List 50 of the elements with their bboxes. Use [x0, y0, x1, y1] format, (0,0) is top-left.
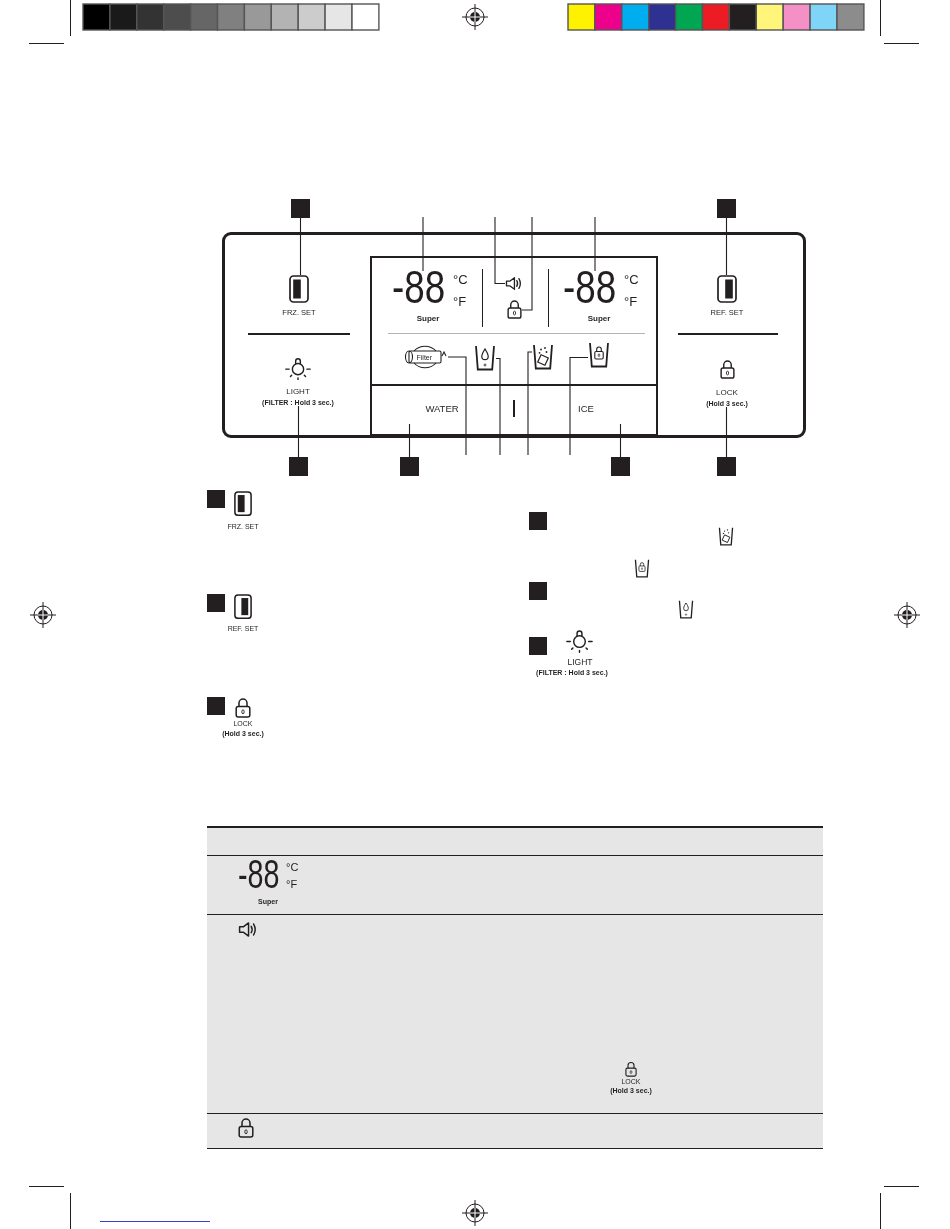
unit-label: °C — [453, 273, 468, 286]
leader-line — [569, 356, 589, 456]
mode-label: Super — [416, 315, 440, 323]
leader-line — [725, 217, 728, 276]
cup-with-ice-icon — [532, 344, 554, 370]
callout-marker — [611, 457, 630, 476]
speaker-icon — [505, 276, 522, 291]
leader-line — [594, 216, 596, 272]
unit-label: °F — [624, 295, 638, 308]
callout-marker — [289, 457, 308, 476]
leader-line — [619, 423, 622, 458]
temperature-digits: -88 — [563, 271, 617, 305]
leader-line — [527, 351, 533, 456]
key-caption: LIGHT — [567, 658, 593, 667]
cup-with-padlock-icon — [588, 342, 610, 368]
mode-label: Super — [587, 315, 611, 323]
display-window — [370, 256, 658, 384]
unit-label: °F — [286, 879, 298, 890]
callout-marker — [529, 582, 547, 600]
leader-line — [422, 216, 424, 272]
leader-line — [495, 357, 501, 456]
temperature-digits: -88 — [238, 860, 280, 890]
callout-marker — [717, 457, 736, 476]
callout-marker — [529, 512, 547, 530]
callout-marker — [717, 199, 736, 218]
key-label: LOCK — [716, 389, 738, 397]
callout-marker — [207, 594, 225, 612]
unit-label: °F — [453, 295, 467, 308]
callout-marker — [291, 199, 310, 218]
leader-line — [725, 406, 728, 458]
option-label: ICE — [578, 404, 594, 414]
temperature-digits: -88 — [392, 271, 446, 305]
callout-marker — [529, 637, 547, 655]
padlock-icon — [507, 299, 522, 319]
leader-line — [408, 423, 411, 458]
key-label: LIGHT — [286, 388, 310, 397]
callout-marker — [207, 490, 225, 508]
dispenser-selector — [370, 384, 658, 436]
option-label: WATER — [425, 404, 459, 414]
leader-line — [447, 356, 467, 456]
callout-marker — [207, 697, 225, 715]
leader-line — [521, 216, 533, 311]
unit-label: °C — [286, 862, 299, 873]
cup-with-drop-icon — [474, 345, 496, 371]
control-panel — [222, 232, 806, 438]
unit-label: °C — [624, 273, 639, 286]
leader-line — [494, 216, 506, 285]
leader-line — [299, 217, 302, 276]
leader-line — [297, 405, 300, 458]
callout-marker — [400, 457, 419, 476]
